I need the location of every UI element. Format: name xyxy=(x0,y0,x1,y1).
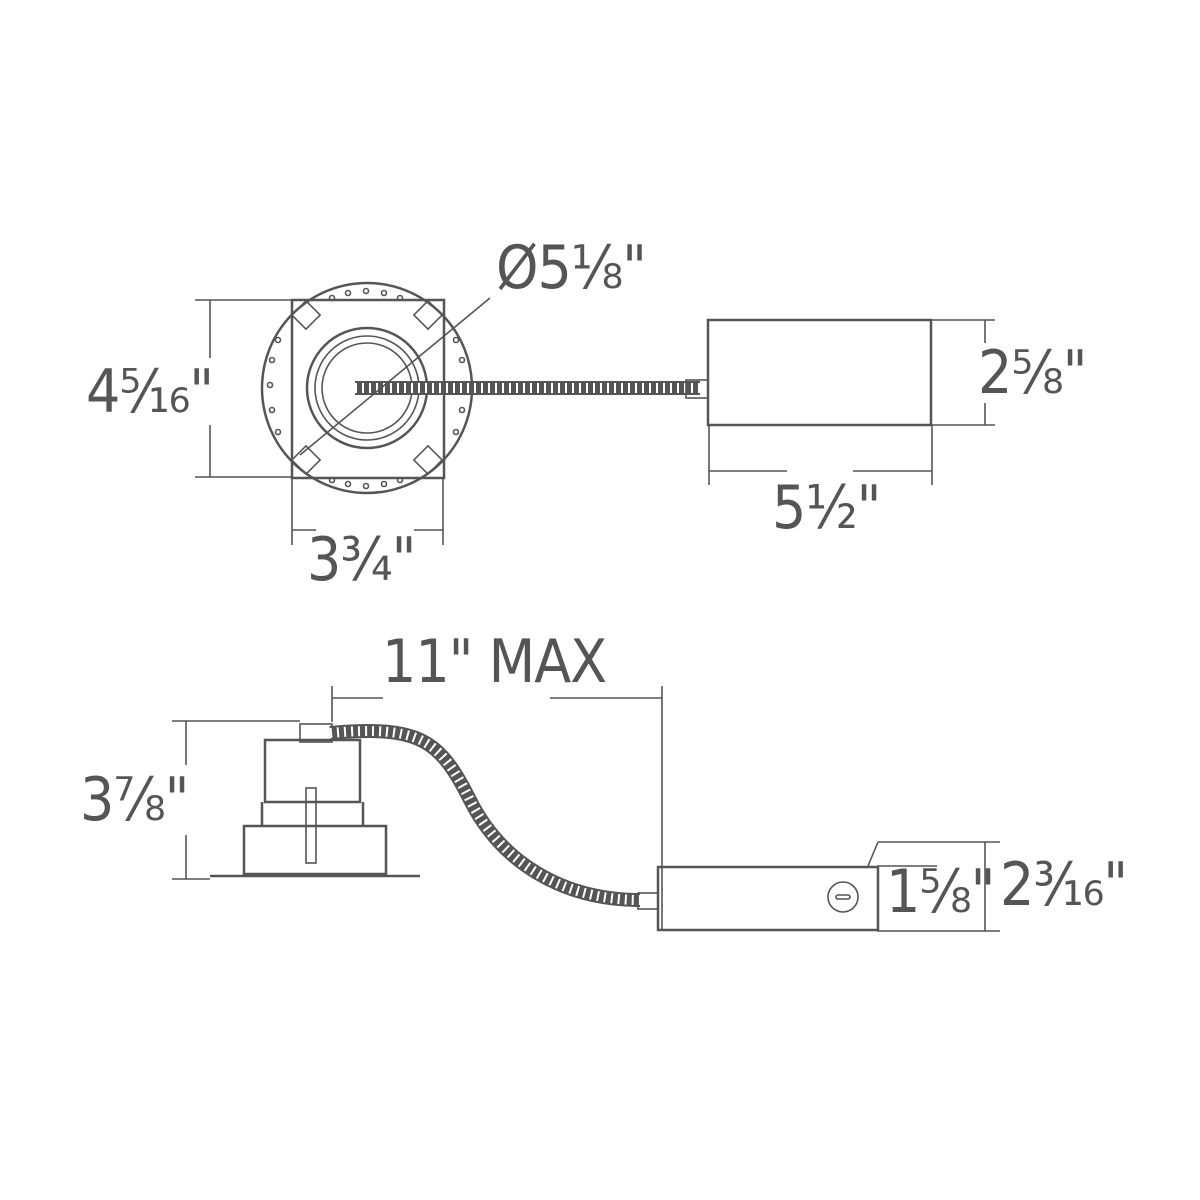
dim-fixture-height xyxy=(172,720,300,880)
dim-frame-width xyxy=(291,478,444,545)
top-view-fixture xyxy=(260,281,700,495)
fixture-height-label: 3⅞" xyxy=(80,765,189,835)
driver-box-height-label: 2⅝" xyxy=(978,338,1087,408)
side-driver-total-height-label: 2³⁄₁₆" xyxy=(1000,850,1128,920)
frame-height-label: 4⁵⁄₁₆" xyxy=(86,357,214,427)
side-view-driver-box xyxy=(637,841,1000,932)
top-view-driver-box xyxy=(685,318,995,485)
side-view-fixture xyxy=(210,723,641,907)
trim-diameter-label: Ø5⅛" xyxy=(496,233,647,303)
dim-frame-height xyxy=(195,299,292,478)
driver-box-length-label: 5½" xyxy=(772,473,881,543)
frame-width-label: 3¾" xyxy=(307,525,416,595)
dim-max-cable xyxy=(331,686,663,930)
side-driver-height-label: 1⅝" xyxy=(886,857,995,927)
max-cable-length-label: 11" MAX xyxy=(382,627,607,697)
